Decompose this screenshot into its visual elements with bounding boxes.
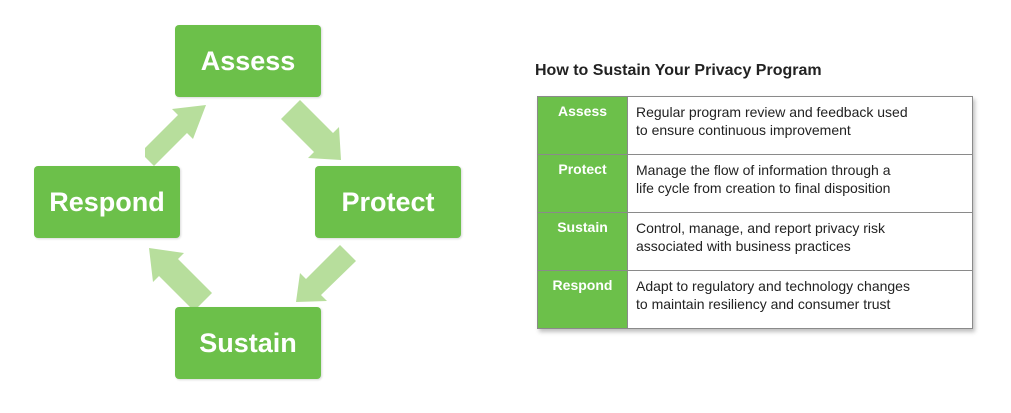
step-name: Assess	[537, 96, 628, 155]
table-row: Sustain Control, manage, and report priv…	[537, 212, 973, 271]
description-line: Adapt to regulatory and technology chang…	[636, 278, 910, 294]
node-assess: Assess	[175, 25, 321, 97]
description-line: to maintain resiliency and consumer trus…	[636, 296, 891, 312]
description-line: Manage the flow of information through a	[636, 162, 891, 178]
description-line: associated with business practices	[636, 238, 851, 254]
step-name: Protect	[537, 154, 628, 213]
arrow-respond-to-assess	[145, 105, 206, 166]
cycle-arrows	[145, 100, 356, 311]
step-description: Manage the flow of information through a…	[627, 154, 973, 213]
arrow-protect-to-sustain	[296, 245, 356, 302]
panel-title: How to Sustain Your Privacy Program	[535, 62, 822, 79]
cycle-diagram: Assess Protect Sustain Respond	[0, 0, 500, 413]
description-line: to ensure continuous improvement	[636, 122, 851, 138]
node-sustain: Sustain	[175, 307, 321, 379]
arrow-sustain-to-respond	[149, 248, 212, 311]
step-description: Control, manage, and report privacy risk…	[627, 212, 973, 271]
step-description: Regular program review and feedback used…	[627, 96, 973, 155]
node-protect: Protect	[315, 166, 461, 238]
description-line: Control, manage, and report privacy risk	[636, 220, 885, 236]
table-row: Assess Regular program review and feedba…	[537, 96, 973, 155]
step-name: Sustain	[537, 212, 628, 271]
table-row: Respond Adapt to regulatory and technolo…	[537, 270, 973, 329]
table-row: Protect Manage the flow of information t…	[537, 154, 973, 213]
arrow-assess-to-protect	[281, 100, 341, 160]
step-name: Respond	[537, 270, 628, 329]
description-line: life cycle from creation to final dispos…	[636, 180, 891, 196]
description-line: Regular program review and feedback used	[636, 104, 908, 120]
steps-table: Assess Regular program review and feedba…	[537, 96, 973, 329]
node-respond: Respond	[34, 166, 180, 238]
step-description: Adapt to regulatory and technology chang…	[627, 270, 973, 329]
